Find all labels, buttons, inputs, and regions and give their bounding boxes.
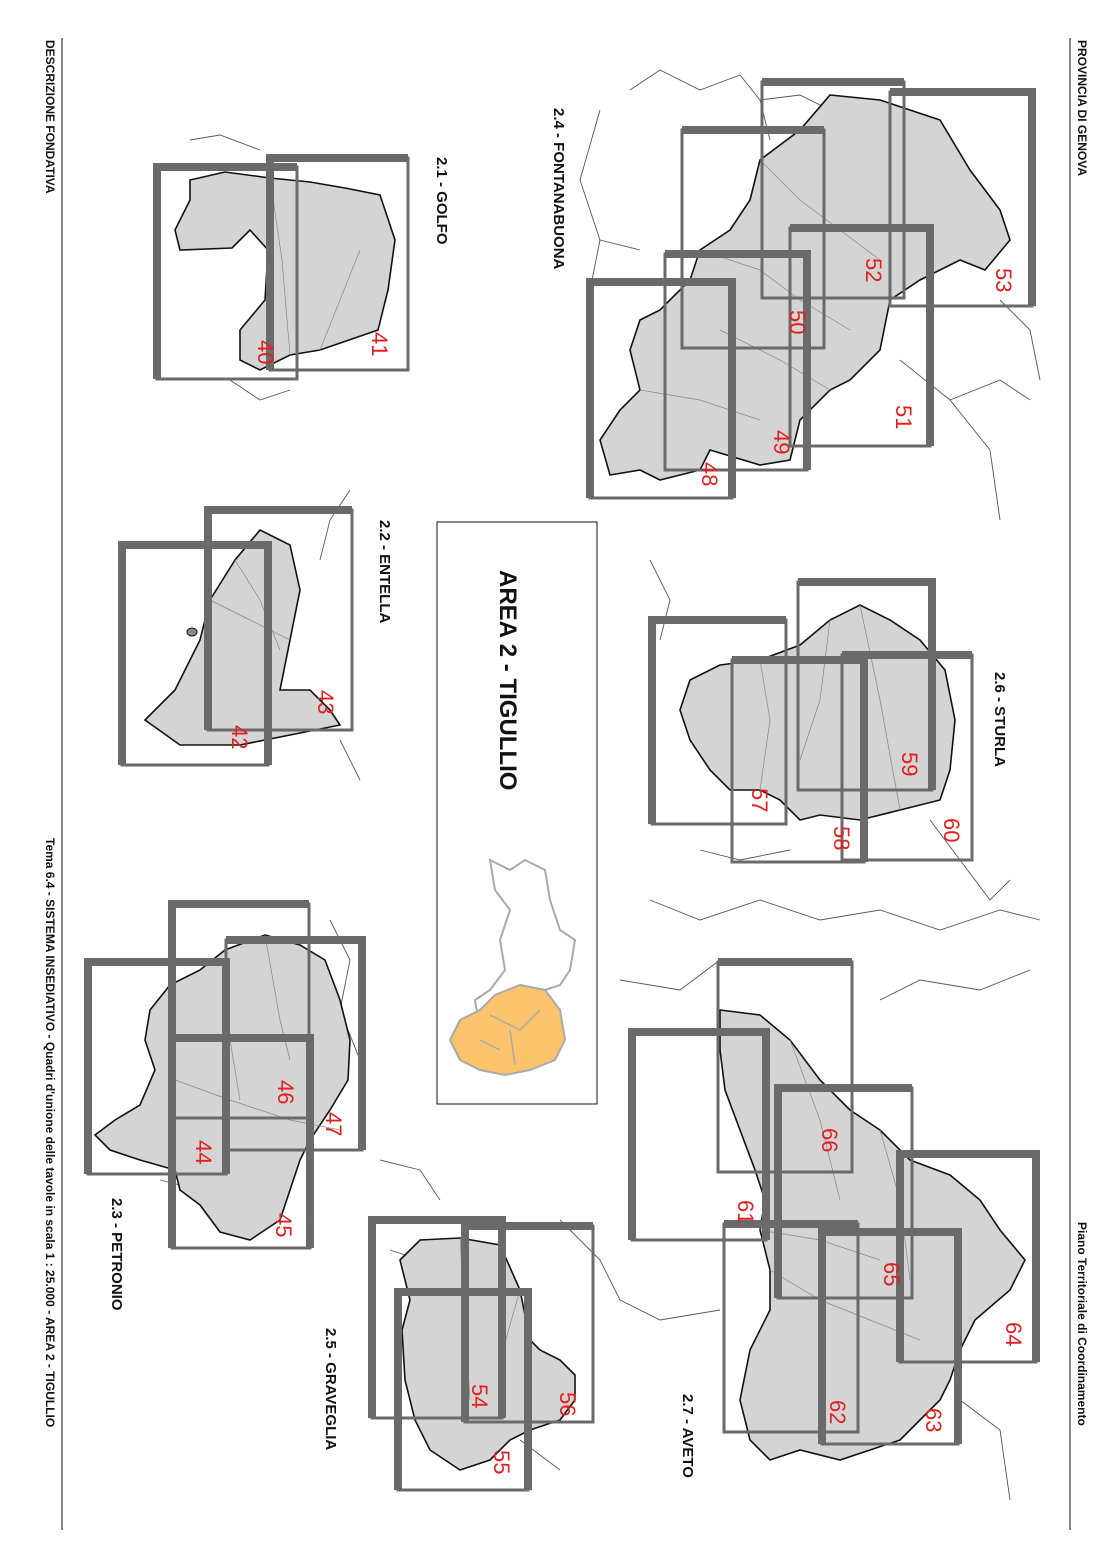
sheet-47: 47 <box>321 1112 346 1136</box>
sheet-46: 46 <box>273 1080 298 1104</box>
zone-sturla: 57 58 59 60 2.6 - STURLA <box>648 578 1008 864</box>
sheet-65: 65 <box>879 1262 904 1286</box>
province-header: PROVINCIA DI GENOVA <box>1075 40 1089 176</box>
sheet-61: 61 <box>733 1200 758 1224</box>
sheet-53: 53 <box>991 268 1016 292</box>
zone-graveglia: 54 55 56 2.5 - GRAVEGLIA <box>322 1216 595 1492</box>
sheet-51: 51 <box>891 405 916 429</box>
zone-label-aveto: 2.7 - AVETO <box>679 1394 696 1478</box>
sheet-62: 62 <box>825 1400 850 1424</box>
zone-petronio: 44 45 46 47 2.3 - PETRONIO <box>84 900 366 1311</box>
zone-fontanabuona: 48 49 50 51 52 53 2.4 - FONTANABUONA <box>550 78 1036 500</box>
sheet-43: 43 <box>313 690 338 714</box>
sheet-63: 63 <box>921 1408 946 1432</box>
sheet-52: 52 <box>861 258 886 282</box>
zone-label-entella: 2.2 - ENTELLA <box>376 520 393 624</box>
area-title: AREA 2 - TIGULLIO <box>494 570 521 790</box>
zone-label-graveglia: 2.5 - GRAVEGLIA <box>322 1328 339 1450</box>
zone-golfo: 40 41 2.1 - GOLFO <box>153 154 450 381</box>
sheet-54: 54 <box>467 1384 492 1408</box>
sheet-40: 40 <box>253 340 278 364</box>
sheet-60: 60 <box>939 818 964 842</box>
sheet-45: 45 <box>271 1213 296 1237</box>
locator-map <box>448 858 577 1077</box>
zone-aveto: 61 62 63 64 65 66 2.7 - AVETO <box>628 958 1040 1478</box>
sheet-41: 41 <box>367 332 392 356</box>
sheet-64: 64 <box>1001 1322 1026 1346</box>
sheet-48: 48 <box>697 462 722 486</box>
sheet-58: 58 <box>829 826 854 850</box>
zone-label-petronio: 2.3 - PETRONIO <box>108 1198 125 1311</box>
sheet-55: 55 <box>489 1450 514 1474</box>
sheet-42: 42 <box>227 725 252 749</box>
sheet-56: 56 <box>555 1392 580 1416</box>
area-title-box: AREA 2 - TIGULLIO <box>436 521 598 1105</box>
sheet-50: 50 <box>785 310 810 334</box>
zone-entella: 42 43 2.2 - ENTELLA <box>118 506 393 767</box>
zone-label-fontanabuona: 2.4 - FONTANABUONA <box>550 108 567 270</box>
zone-label-sturla: 2.6 - STURLA <box>991 672 1008 767</box>
sheet-49: 49 <box>769 430 794 454</box>
river-network <box>159 69 1041 1501</box>
subtitle-footer: Tema 6.4 - SISTEMA INSEDIATIVO - Quadri … <box>43 838 57 1427</box>
sheet-57: 57 <box>747 788 772 812</box>
sheet-59: 59 <box>897 752 922 776</box>
plan-header: Piano Territoriale di Coordinamento <box>1075 1222 1089 1426</box>
sheet-66: 66 <box>817 1128 842 1152</box>
zone-label-golfo: 2.1 - GOLFO <box>433 157 450 245</box>
description-footer: DESCRIZIONE FONDATIVA <box>43 40 57 194</box>
sheet-44: 44 <box>191 1140 216 1164</box>
